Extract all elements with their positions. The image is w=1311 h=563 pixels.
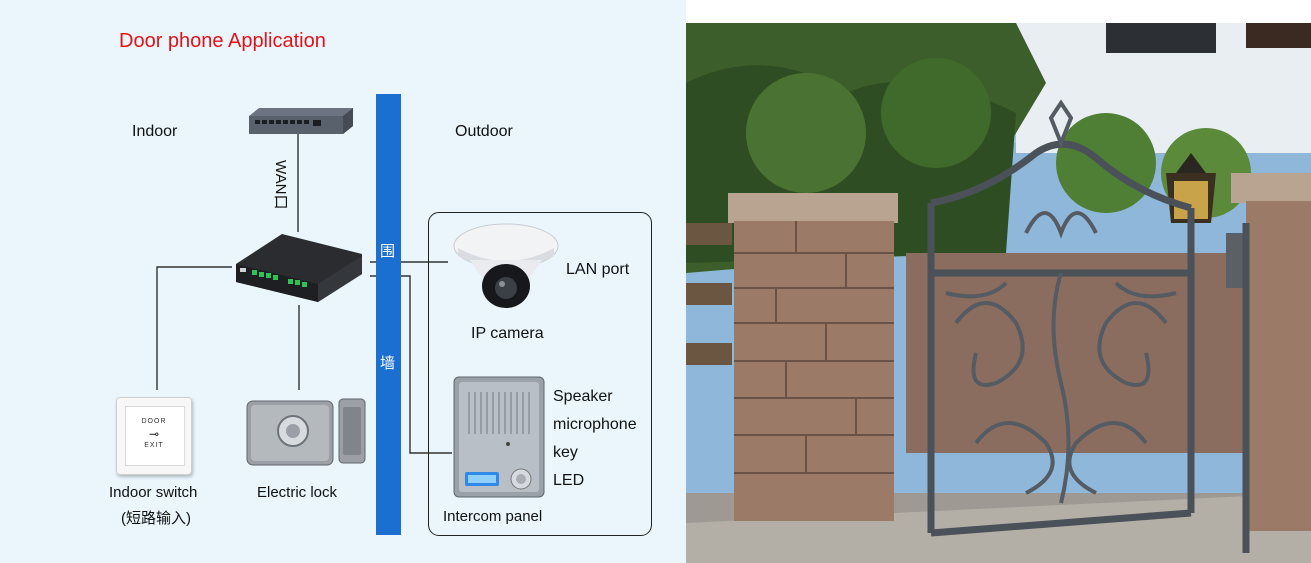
lan-port-label: LAN port <box>566 261 630 278</box>
electric-lock-label: Electric lock <box>257 484 338 501</box>
feature-microphone: microphone <box>553 416 637 433</box>
indoor-switch-label: Indoor switch <box>109 484 198 501</box>
key-icon: ⊸ <box>148 427 160 441</box>
door-phone-gateway-icon <box>236 234 362 302</box>
garden-gate-photo <box>686 23 1311 563</box>
intercom-panel-label: Intercom panel <box>443 508 543 525</box>
indoor-switch-note: (短路输入) <box>121 510 191 527</box>
exit-button-text-top: DOOR <box>141 418 167 425</box>
indoor-switch-cable <box>156 266 232 390</box>
door-phone-diagram: Door phone Application Indoor Outdoor WA… <box>0 0 686 563</box>
network-switch-icon <box>249 108 353 134</box>
electric-lock-icon <box>246 398 366 466</box>
feature-key: key <box>553 444 578 461</box>
exit-button-text-bottom: EXIT <box>144 442 164 449</box>
garden-gate-illustration <box>686 23 1311 563</box>
outdoor-devices-box <box>428 212 652 536</box>
outdoor-label: Outdoor <box>455 123 513 140</box>
wall-bar <box>376 94 401 535</box>
wall-char-wei: 围 <box>380 243 396 260</box>
feature-speaker: Speaker <box>553 388 613 405</box>
wan-port-label: WAN口 <box>272 160 289 210</box>
indoor-label: Indoor <box>132 123 178 140</box>
diagram-title: Door phone Application <box>119 30 326 52</box>
ip-camera-label: IP camera <box>471 325 544 342</box>
ip-camera-icon <box>453 223 559 308</box>
feature-led: LED <box>553 472 585 489</box>
exit-button-icon: DOOR ⊸ EXIT <box>116 397 192 475</box>
wall-char-qiang: 墙 <box>380 355 396 372</box>
intercom-panel-icon <box>453 376 545 498</box>
